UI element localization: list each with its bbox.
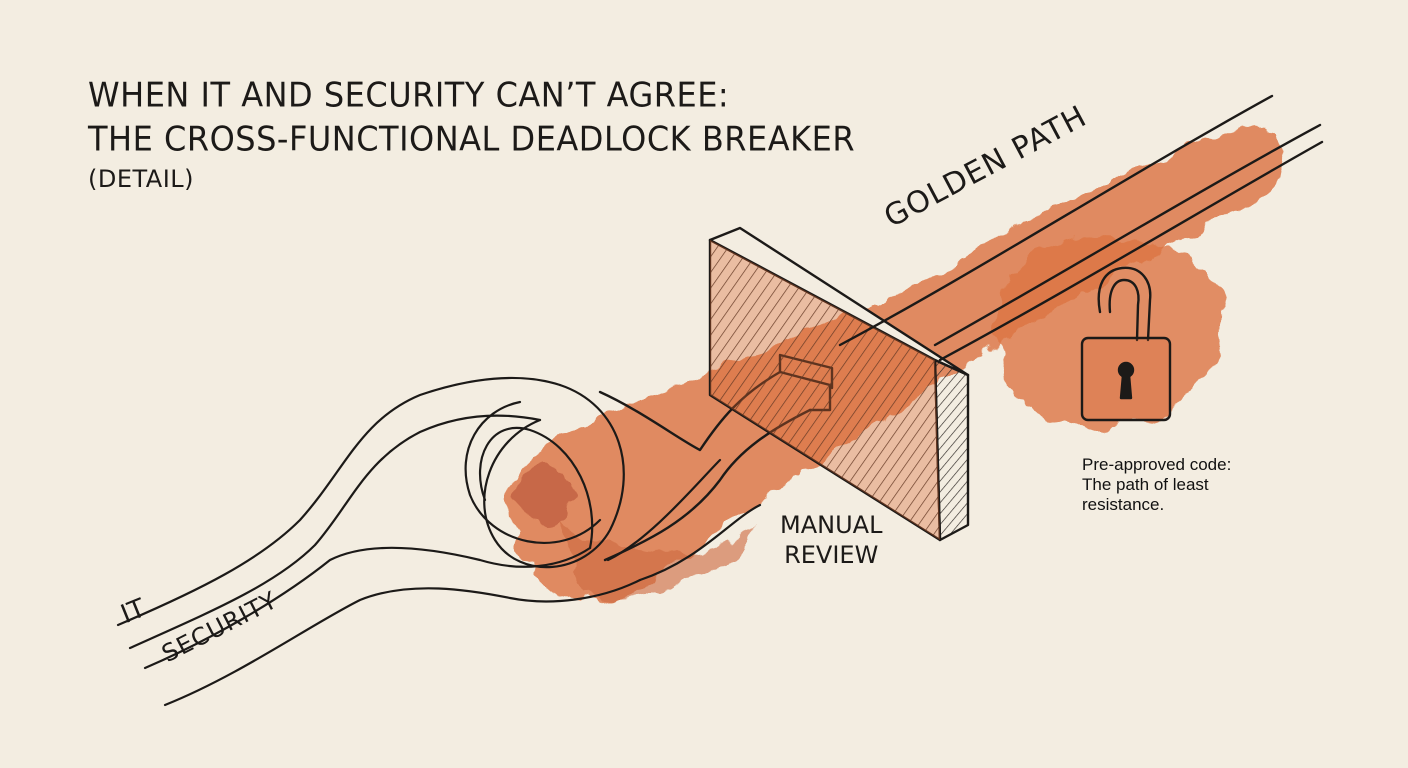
- diagram-title: WHEN IT AND SECURITY CAN’T AGREE: THE CR…: [88, 72, 855, 196]
- manual-review-wall: [708, 226, 970, 542]
- note-line-1: Pre-approved code:: [1082, 455, 1232, 474]
- security-strand-outer: [143, 546, 592, 670]
- tangled-ribbons: [116, 376, 762, 707]
- manual-review-line-2: REVIEW: [784, 541, 879, 569]
- unlocked-padlock-icon: [1080, 266, 1172, 422]
- note-line-3: resistance.: [1082, 495, 1165, 514]
- note-line-2: The path of least: [1082, 475, 1209, 494]
- golden-path-lines: [838, 94, 1324, 362]
- title-line-3: (DETAIL): [88, 165, 195, 193]
- knot-loop-2: [478, 426, 594, 550]
- title-line-1: WHEN IT AND SECURITY CAN’T AGREE:: [88, 75, 730, 116]
- wall-top-face: [708, 226, 970, 377]
- manual-review-label: MANUAL REVIEW: [780, 510, 882, 570]
- knot-loop-4: [638, 503, 762, 582]
- it-strand-inner: [128, 414, 542, 650]
- title-line-2: THE CROSS-FUNCTIONAL DEADLOCK BREAKER: [88, 119, 856, 160]
- it-strand-outer: [116, 376, 562, 627]
- wall-side-face: [933, 358, 970, 542]
- pre-approved-note: Pre-approved code: The path of least res…: [1082, 455, 1262, 515]
- knot-loop-1: [483, 383, 625, 569]
- knot-loop-3: [464, 400, 602, 544]
- manual-review-line-1: MANUAL: [780, 511, 883, 539]
- security-strand-inner: [163, 578, 642, 707]
